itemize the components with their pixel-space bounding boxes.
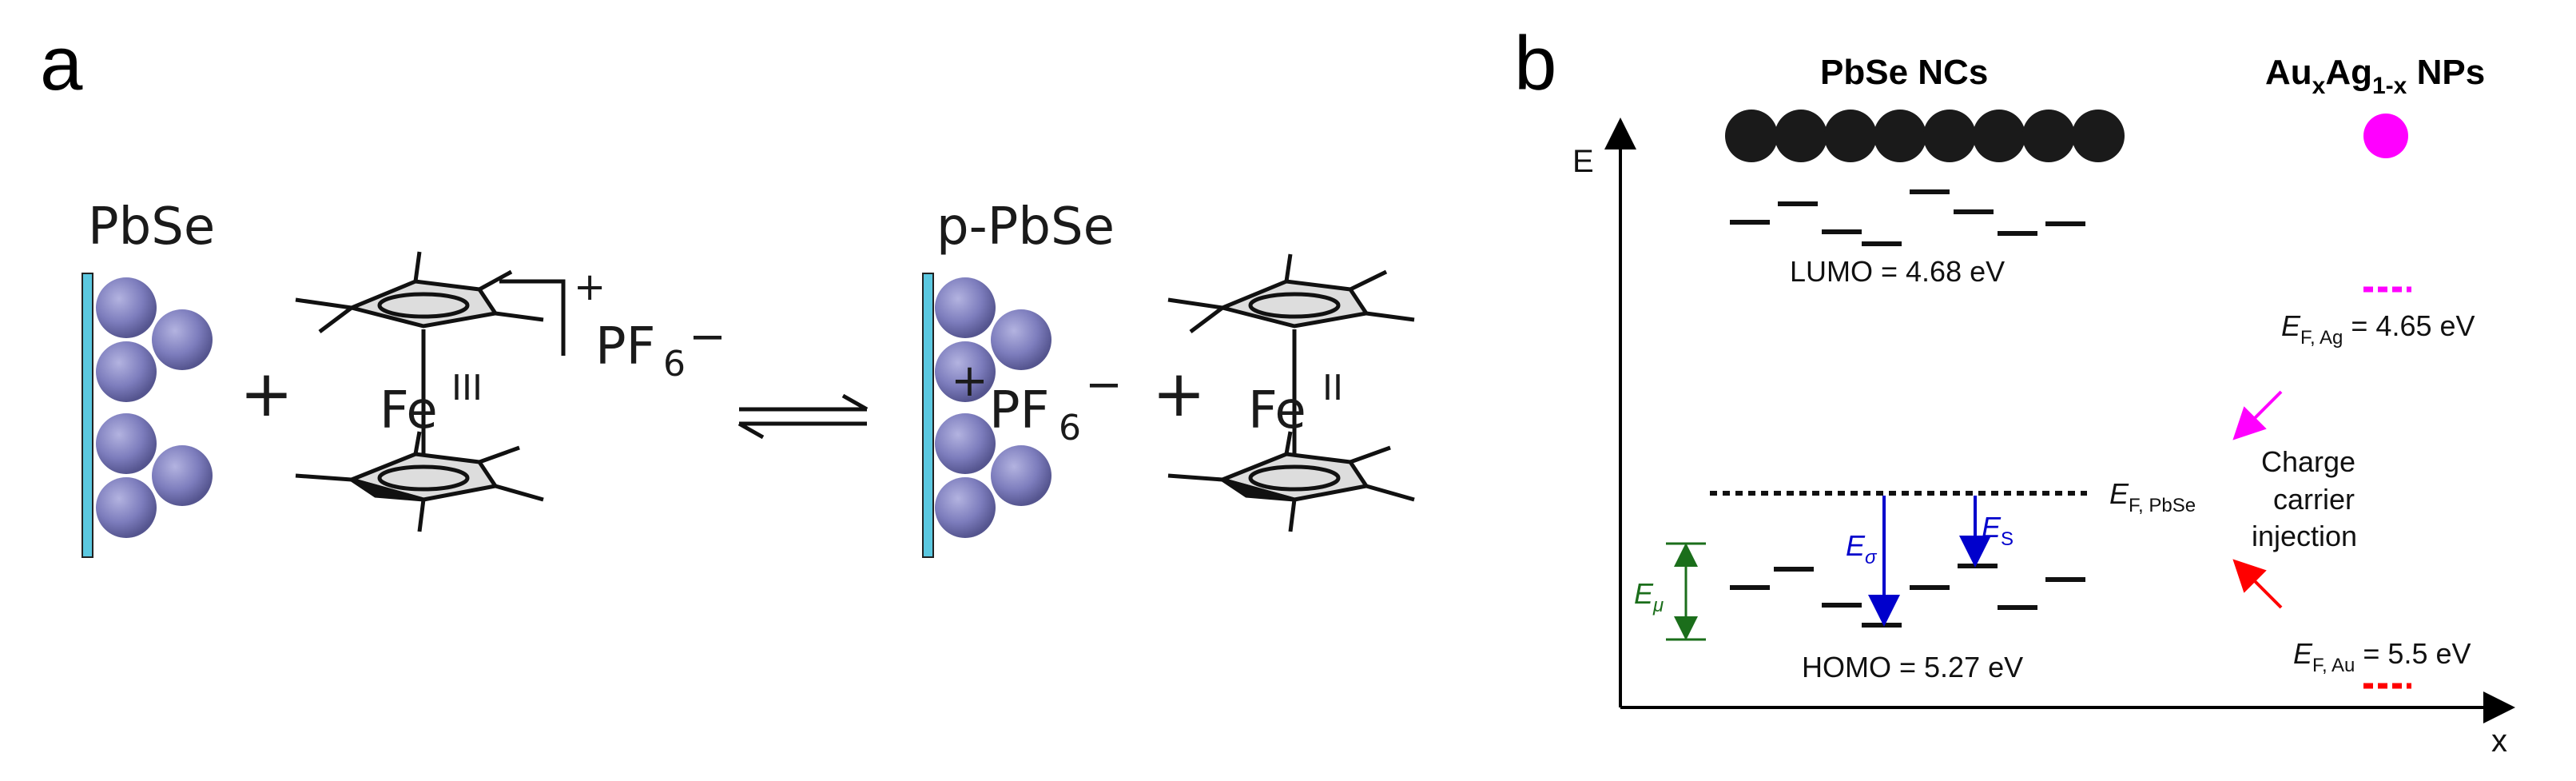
fe-iii-oxidation: III xyxy=(451,368,483,408)
lumo-label: LUMO = 4.68 eV xyxy=(1790,255,2005,288)
ef-au-label: EF, Au = 5.5 eV xyxy=(2293,637,2471,676)
cation-charge: + xyxy=(574,265,606,309)
e-s-label: ES xyxy=(1982,511,2013,550)
lumo-levels xyxy=(1730,189,2085,246)
axis-label-e: E xyxy=(1572,144,1594,179)
plus-1: + xyxy=(240,357,293,431)
auag-nanoparticle xyxy=(2363,114,2408,158)
pf6-left-subscript: 6 xyxy=(663,344,686,385)
substrate-right xyxy=(922,273,934,558)
panel-label-a: a xyxy=(40,21,83,106)
e-mu-label: Eμ xyxy=(1634,577,1664,616)
ef-ag-label: EF, Ag = 4.65 eV xyxy=(2281,309,2475,349)
pf6-left: PF xyxy=(595,317,655,377)
pf6-left-charge: − xyxy=(689,311,726,363)
plus-2: + xyxy=(1152,357,1206,431)
charge-label-line1: Charge xyxy=(2261,445,2355,478)
pbse-ncs-title: PbSe NCs xyxy=(1820,53,1988,92)
substrate-left xyxy=(81,273,93,558)
pbse-nc-chain xyxy=(1725,110,2125,162)
fe-ii-oxidation: II xyxy=(1322,368,1343,408)
ferrocene-molecule xyxy=(1167,253,1415,532)
axis-label-x: x xyxy=(2491,723,2507,759)
ef-pbse-label: EF, PbSe xyxy=(2109,477,2196,516)
charge-label-line2: carrier xyxy=(2273,483,2355,516)
panel-label-b: b xyxy=(1514,21,1556,106)
homo-levels xyxy=(1730,564,2085,628)
pf6-right-charge: − xyxy=(1085,359,1123,411)
p-pbse-title: p-PbSe xyxy=(936,197,1115,257)
homo-label: HOMO = 5.27 eV xyxy=(1802,651,2023,683)
au-injection-arrow xyxy=(2232,559,2283,609)
pf6-right: PF xyxy=(989,381,1049,440)
ferrocenium-molecule xyxy=(295,251,566,532)
e-mu-bracket xyxy=(1666,542,1706,641)
fe-iii-symbol: Fe xyxy=(380,381,438,440)
pbse-nanocrystals-right xyxy=(935,277,1051,538)
hole-charge: + xyxy=(951,355,988,407)
fe-ii-symbol: Fe xyxy=(1248,381,1306,440)
pbse-title: PbSe xyxy=(88,197,215,257)
pf6-right-subscript: 6 xyxy=(1059,408,1081,448)
equilibrium-arrows xyxy=(737,393,869,440)
e-sigma-label: Eσ xyxy=(1846,529,1878,568)
pbse-nanocrystals-left xyxy=(96,277,213,538)
charge-label-line3: injection xyxy=(2252,520,2357,552)
auag-nps-title: AuxAg1-x NPs xyxy=(2265,53,2485,99)
ag-injection-arrow xyxy=(2232,390,2283,440)
